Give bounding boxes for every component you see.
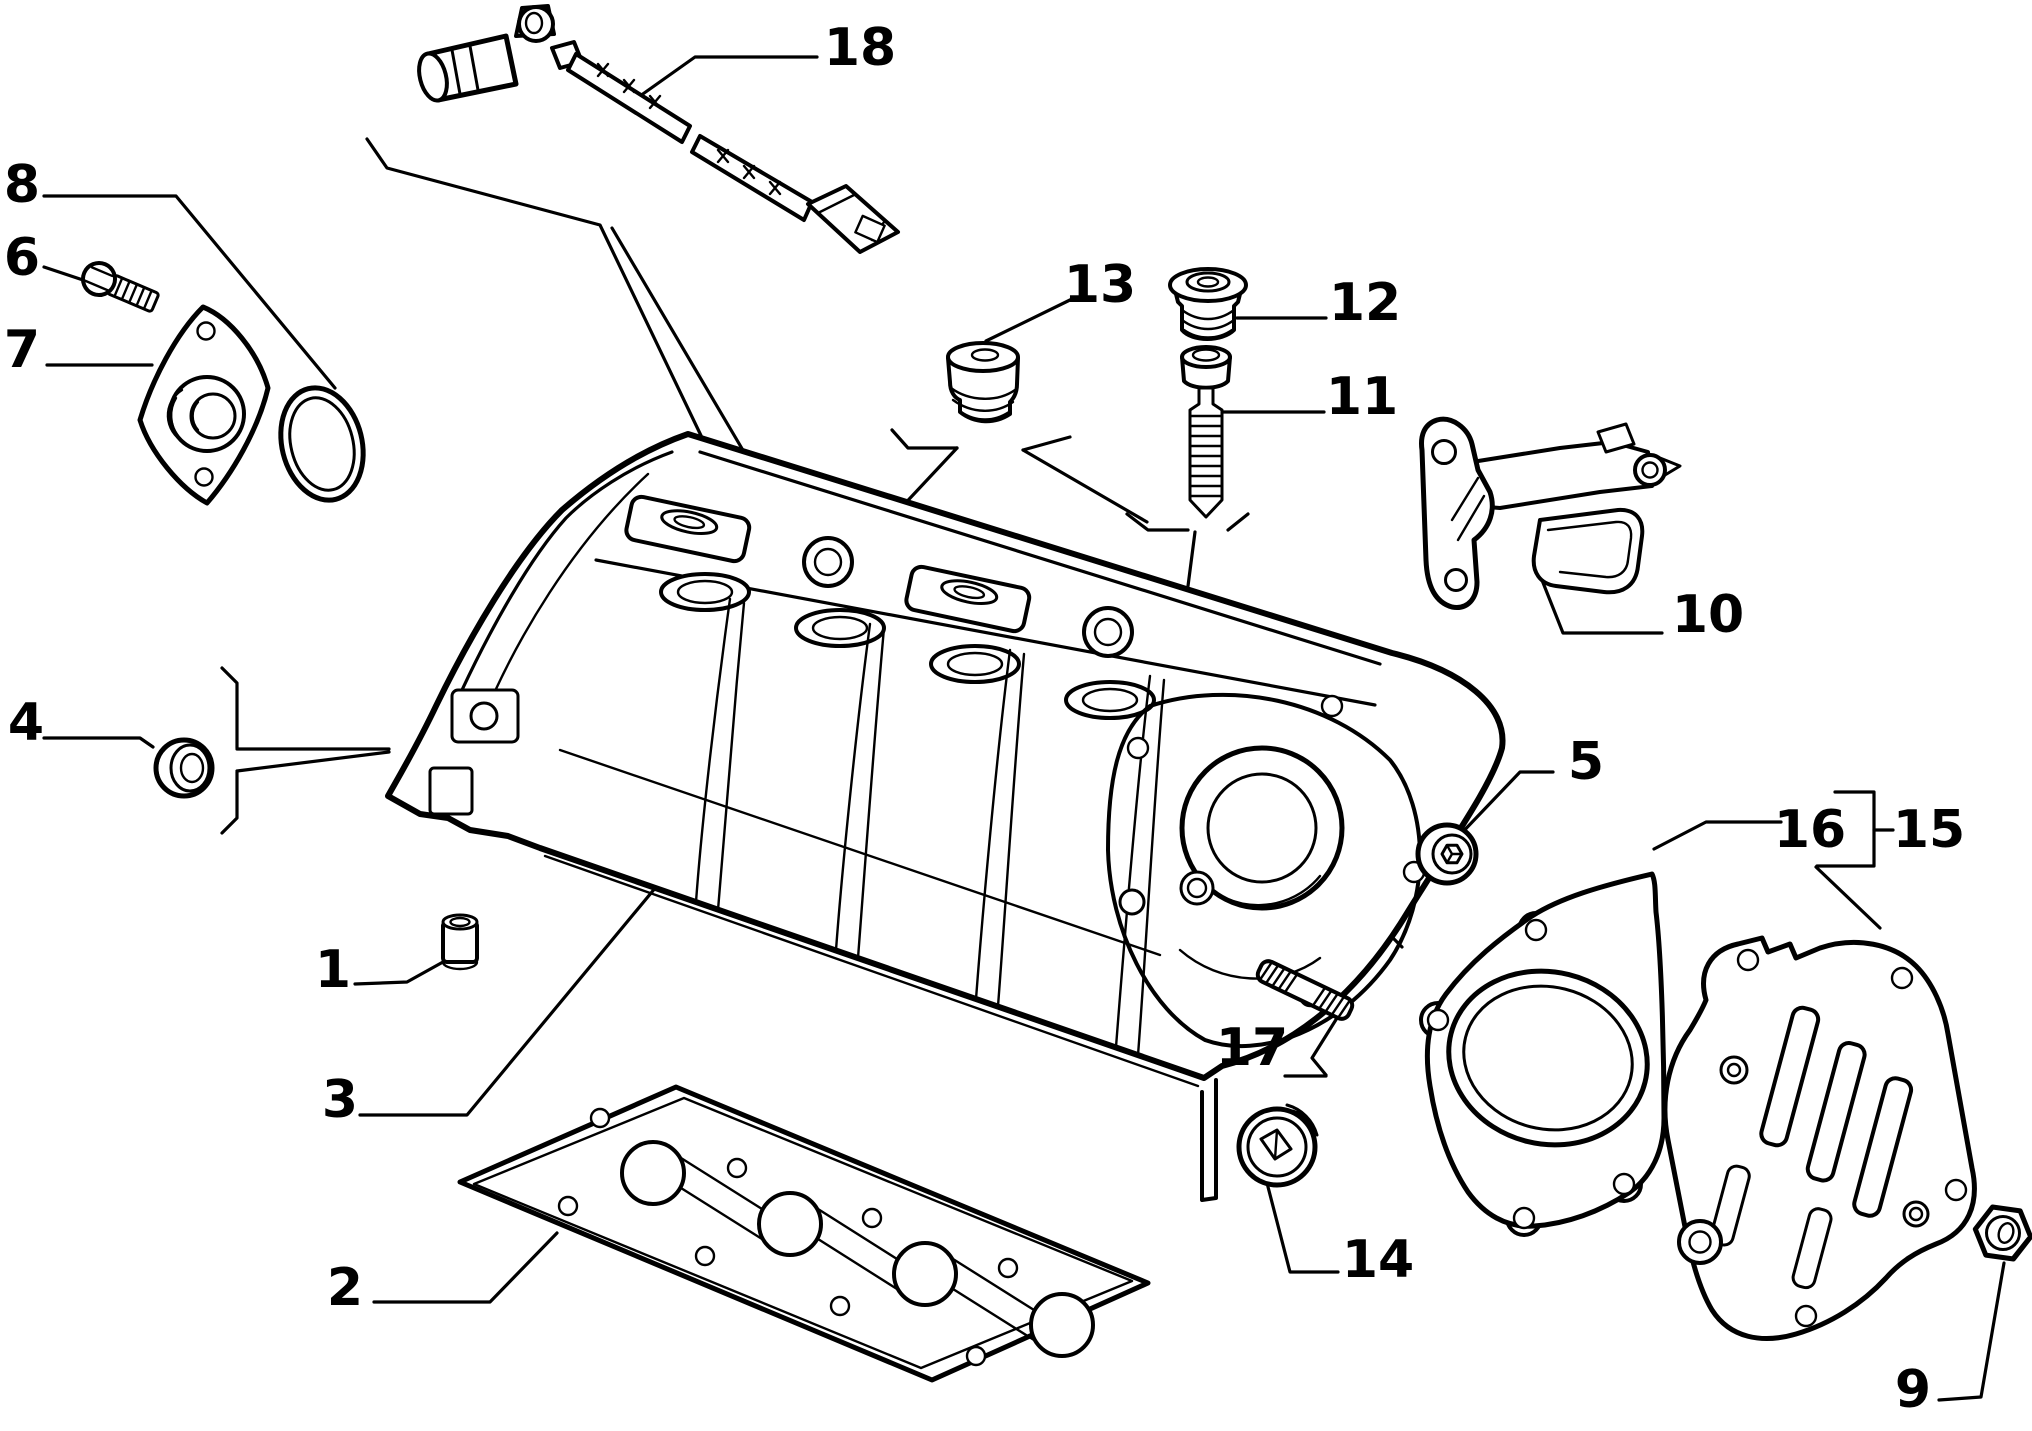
leader-13 [984, 297, 1074, 343]
callout-number-12: 12 [1329, 273, 1401, 333]
leader-10 [1536, 568, 1664, 635]
leader-9 [1937, 1261, 2006, 1402]
leader-6 [42, 265, 85, 282]
leader-16-to-gasket [1652, 820, 1783, 851]
spark-plug-wells [659, 572, 1156, 720]
leader-1 [353, 960, 445, 986]
callout-number-8: 8 [4, 155, 40, 215]
callout-number-13: 13 [1064, 255, 1136, 315]
callout-number-16: 16 [1774, 800, 1846, 860]
gasket-cam-openings [620, 1140, 1095, 1358]
pointer-sensor-a [365, 137, 708, 448]
part-end-cover-flange [137, 304, 271, 506]
callout-number-3: 3 [322, 1070, 358, 1130]
leader-14 [1265, 1181, 1340, 1274]
callout-number-9: 9 [1895, 1360, 1931, 1420]
part-plug-12 [1168, 267, 1248, 341]
bracket-11 [1125, 512, 1190, 532]
part-valve-cover-gasket [457, 1084, 1151, 1383]
callout-number-15: 15 [1893, 800, 1965, 860]
part-stud-17 [1255, 959, 1355, 1021]
callout-number-1: 1 [315, 940, 351, 1000]
callout-number-10: 10 [1672, 585, 1744, 645]
callout-number-2: 2 [327, 1258, 363, 1318]
part-bolt [81, 261, 160, 313]
part-plug-13 [946, 341, 1020, 424]
bracket-13-b [1021, 435, 1072, 452]
part-plug-4 [153, 737, 215, 799]
leader-16-to-cover [1814, 865, 1882, 930]
pointer-left-b [235, 750, 391, 773]
part-o-ring [278, 385, 366, 503]
leader-18 [638, 55, 819, 98]
callout-number-18: 18 [824, 18, 896, 78]
leader-4 [42, 736, 155, 749]
gasket-bolt-holes [557, 1107, 1019, 1367]
leader-8 [42, 194, 337, 390]
leader-lines-layer [42, 55, 2006, 1402]
part-cylinder-head [385, 431, 1506, 1202]
pointer-13-b [1021, 448, 1149, 524]
callout-number-4: 4 [8, 693, 44, 753]
sensor-cable [566, 52, 692, 144]
pointer-sensor-b [610, 226, 746, 454]
part-plug-5 [1415, 822, 1479, 886]
part-rpm-sensor [417, 4, 900, 254]
leader-5 [1454, 770, 1555, 841]
callout-number-5: 5 [1568, 732, 1604, 792]
leader-3 [358, 838, 697, 1117]
part-bush-1 [441, 913, 479, 971]
bracket-left-bottom [220, 770, 239, 835]
part-screw-11 [1180, 345, 1232, 519]
callout-number-14: 14 [1342, 1230, 1414, 1290]
part-cam-cover-15 [1662, 935, 1977, 1341]
part-bracket-10 [1419, 416, 1682, 610]
leader-2 [372, 1231, 559, 1304]
bracket-left-top [220, 666, 239, 750]
callout-number-6: 6 [4, 228, 40, 288]
part-oval-gasket-16 [1419, 871, 1667, 1237]
callout-number-7: 7 [4, 320, 40, 380]
bracket-13 [890, 428, 959, 450]
bracket-11-b [1226, 512, 1250, 532]
callout-number-11: 11 [1326, 367, 1398, 427]
callout-number-17: 17 [1216, 1018, 1288, 1078]
part-plug-14 [1236, 1103, 1319, 1188]
pointer-11 [1186, 530, 1197, 588]
part-nut-9 [1972, 1204, 2032, 1262]
leader-17 [1310, 1016, 1339, 1077]
